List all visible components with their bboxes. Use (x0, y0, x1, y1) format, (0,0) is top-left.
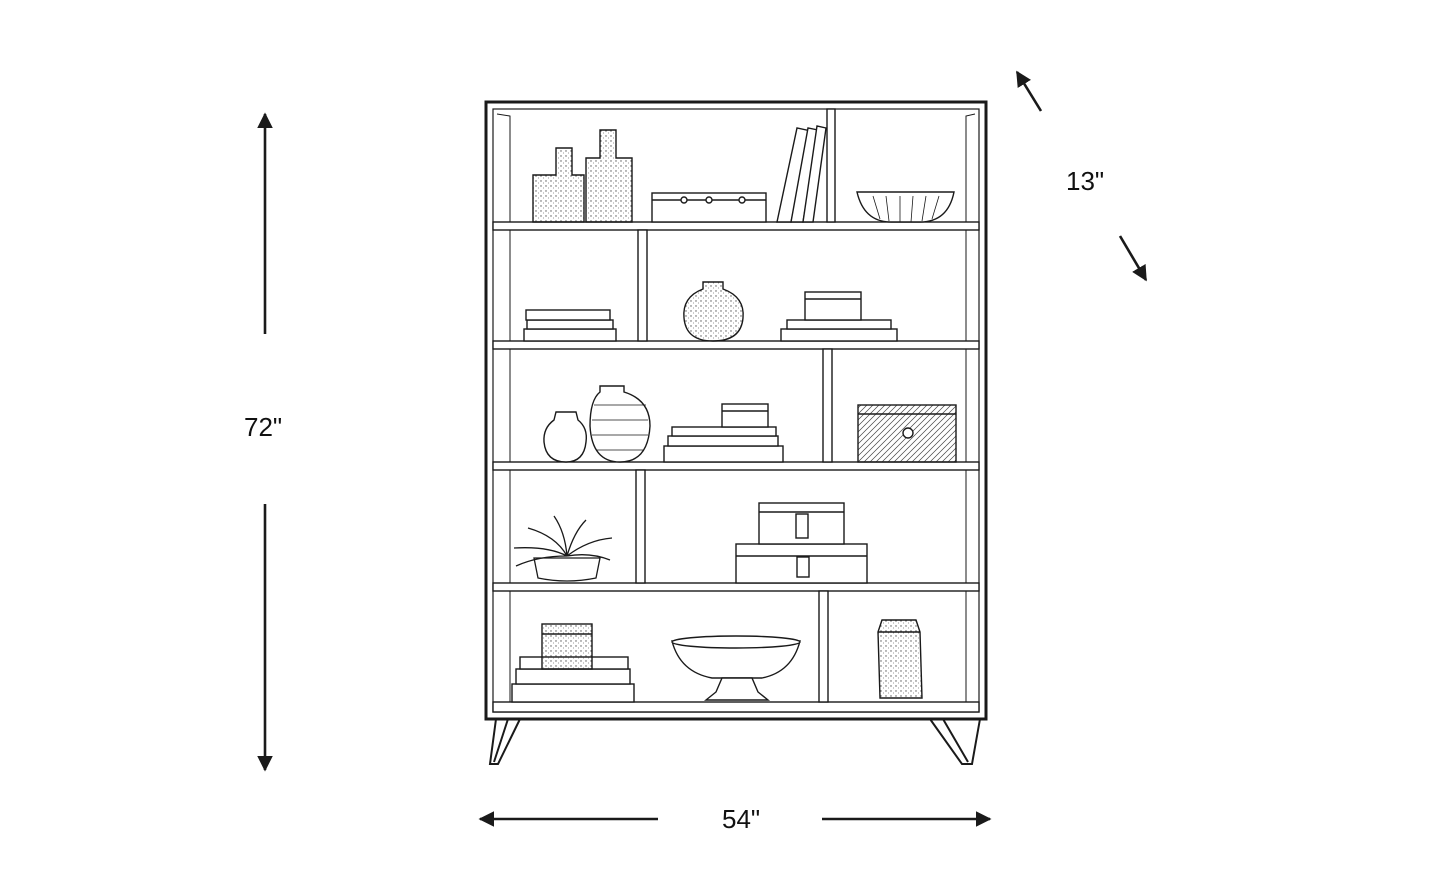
potted-plant (513, 515, 613, 582)
height-dimension-label: 72" (244, 412, 283, 442)
round-vase-row2 (683, 281, 744, 342)
book-stack-row2 (523, 309, 617, 342)
pedestal-bowl (671, 635, 801, 701)
fluted-bowl (856, 191, 955, 223)
leaning-books (776, 125, 827, 223)
woven-box-row3 (857, 404, 957, 463)
width-dimension-label: 54" (722, 804, 761, 834)
depth-arrow-icon (1015, 70, 1148, 282)
stacked-boxes-row4 (735, 502, 868, 584)
decorative-box-row1 (651, 192, 767, 223)
books-with-box-row3 (663, 403, 784, 463)
dividers (635, 108, 836, 703)
books-with-box-row5 (511, 623, 635, 703)
depth-dimension-label: 13" (1066, 166, 1105, 196)
vase-pair-row3 (543, 385, 651, 463)
bookcase-legs (488, 718, 981, 765)
jar-row5 (877, 619, 923, 699)
box-on-books-row2 (780, 291, 898, 342)
tall-vases (532, 129, 633, 223)
